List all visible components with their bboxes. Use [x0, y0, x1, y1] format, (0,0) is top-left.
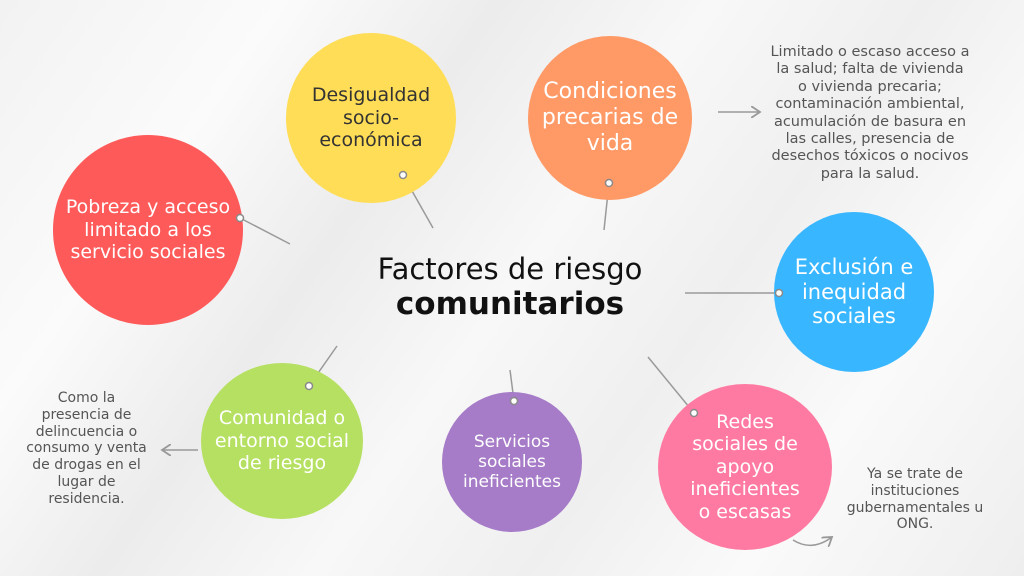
title-line-1: Factores de riesgo [377, 252, 643, 286]
factor-comunidad: Comunidad o entorno social de riesgo [201, 363, 363, 519]
factor-pobreza: Pobreza y acceso limitado a los servicio… [53, 135, 243, 325]
connector-pobreza [239, 217, 291, 245]
factor-label: Condiciones precarias de vida [541, 79, 679, 156]
factor-servicios: Servicios sociales ineficientes [442, 392, 582, 532]
factor-label: Servicios sociales ineficientes [463, 431, 561, 493]
factor-desigualdad: Desigualdad socio-económica [286, 33, 456, 203]
factor-label: Comunidad o entorno social de riesgo [214, 407, 350, 475]
factor-exclusion: Exclusión e inequidad sociales [774, 212, 934, 372]
factor-label: Redes sociales de apoyo ineficientes o e… [690, 410, 800, 523]
factor-label: Pobreza y acceso limitado a los servicio… [65, 196, 231, 264]
note-comunidad: Como la presencia de delincuencia o cons… [26, 390, 147, 507]
title-line-2: comunitarios [395, 286, 625, 322]
note-condiciones: Limitado o escaso acceso a la salud; fal… [770, 44, 970, 182]
factor-label: Exclusión e inequidad sociales [794, 254, 914, 329]
connector-redes [647, 356, 695, 414]
page-title: Factores de riesgo comunitarios [330, 252, 690, 322]
note-redes: Ya se trate de instituciones gubernament… [846, 466, 984, 533]
arrow-redes [792, 537, 832, 545]
factor-label: Desigualdad socio-económica [311, 84, 431, 152]
factor-redes: Redes sociales de apoyo ineficientes o e… [658, 384, 832, 550]
factor-condiciones: Condiciones precarias de vida [528, 36, 692, 200]
